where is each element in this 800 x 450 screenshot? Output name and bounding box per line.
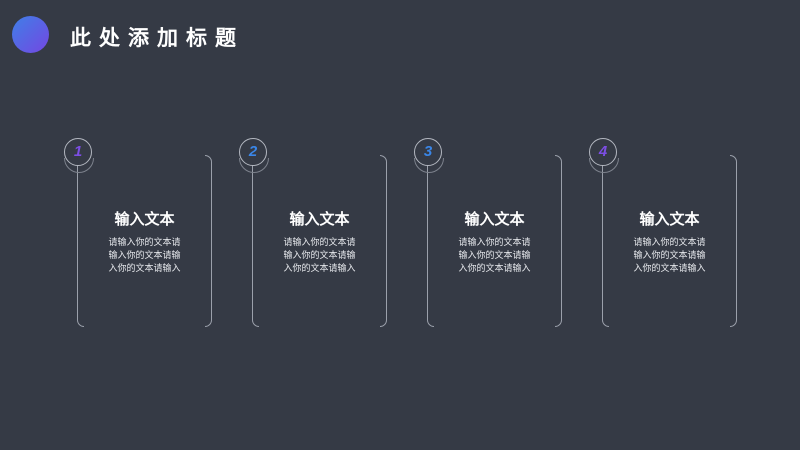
card-heading: 输入文本	[289, 210, 350, 228]
card-heading: 输入文本	[114, 210, 175, 228]
page-title: 此处添加标题	[70, 26, 244, 50]
text-card-2: 输入文本 请输入你的文本请 输入你的文本请输 入你的文本请输入	[252, 154, 387, 328]
text-card-1: 输入文本 请输入你的文本请 输入你的文本请输 入你的文本请输入	[77, 154, 212, 328]
number-badge-4: 4	[589, 138, 617, 166]
number-badge-3: 3	[414, 138, 442, 166]
card-body-line: 请输入你的文本请	[108, 238, 181, 248]
card-body-text: 请输入你的文本请 输入你的文本请输 入你的文本请输入	[253, 237, 386, 276]
card-body-line: 输入你的文本请输	[283, 251, 356, 261]
card-body-line: 请输入你的文本请	[458, 238, 531, 248]
number-badge-2: 2	[239, 138, 267, 166]
title-decoration-circle	[12, 16, 49, 53]
card-body-text: 请输入你的文本请 输入你的文本请输 入你的文本请输入	[603, 237, 736, 276]
card-heading: 输入文本	[464, 210, 525, 228]
number-badge-1: 1	[64, 138, 92, 166]
text-card-4: 输入文本 请输入你的文本请 输入你的文本请输 入你的文本请输入	[602, 154, 737, 328]
card-body-text: 请输入你的文本请 输入你的文本请输 入你的文本请输入	[428, 237, 561, 276]
card-body-line: 入你的文本请输入	[108, 264, 181, 274]
card-body-text: 请输入你的文本请 输入你的文本请输 入你的文本请输入	[78, 237, 211, 276]
card-body-line: 入你的文本请输入	[633, 264, 706, 274]
card-heading: 输入文本	[639, 210, 700, 228]
card-body-line: 输入你的文本请输	[108, 251, 181, 261]
card-body-line: 输入你的文本请输	[633, 251, 706, 261]
card-body-line: 入你的文本请输入	[283, 264, 356, 274]
card-body-line: 入你的文本请输入	[458, 264, 531, 274]
card-body-line: 请输入你的文本请	[633, 238, 706, 248]
text-card-3: 输入文本 请输入你的文本请 输入你的文本请输 入你的文本请输入	[427, 154, 562, 328]
card-body-line: 输入你的文本请输	[458, 251, 531, 261]
card-body-line: 请输入你的文本请	[283, 238, 356, 248]
